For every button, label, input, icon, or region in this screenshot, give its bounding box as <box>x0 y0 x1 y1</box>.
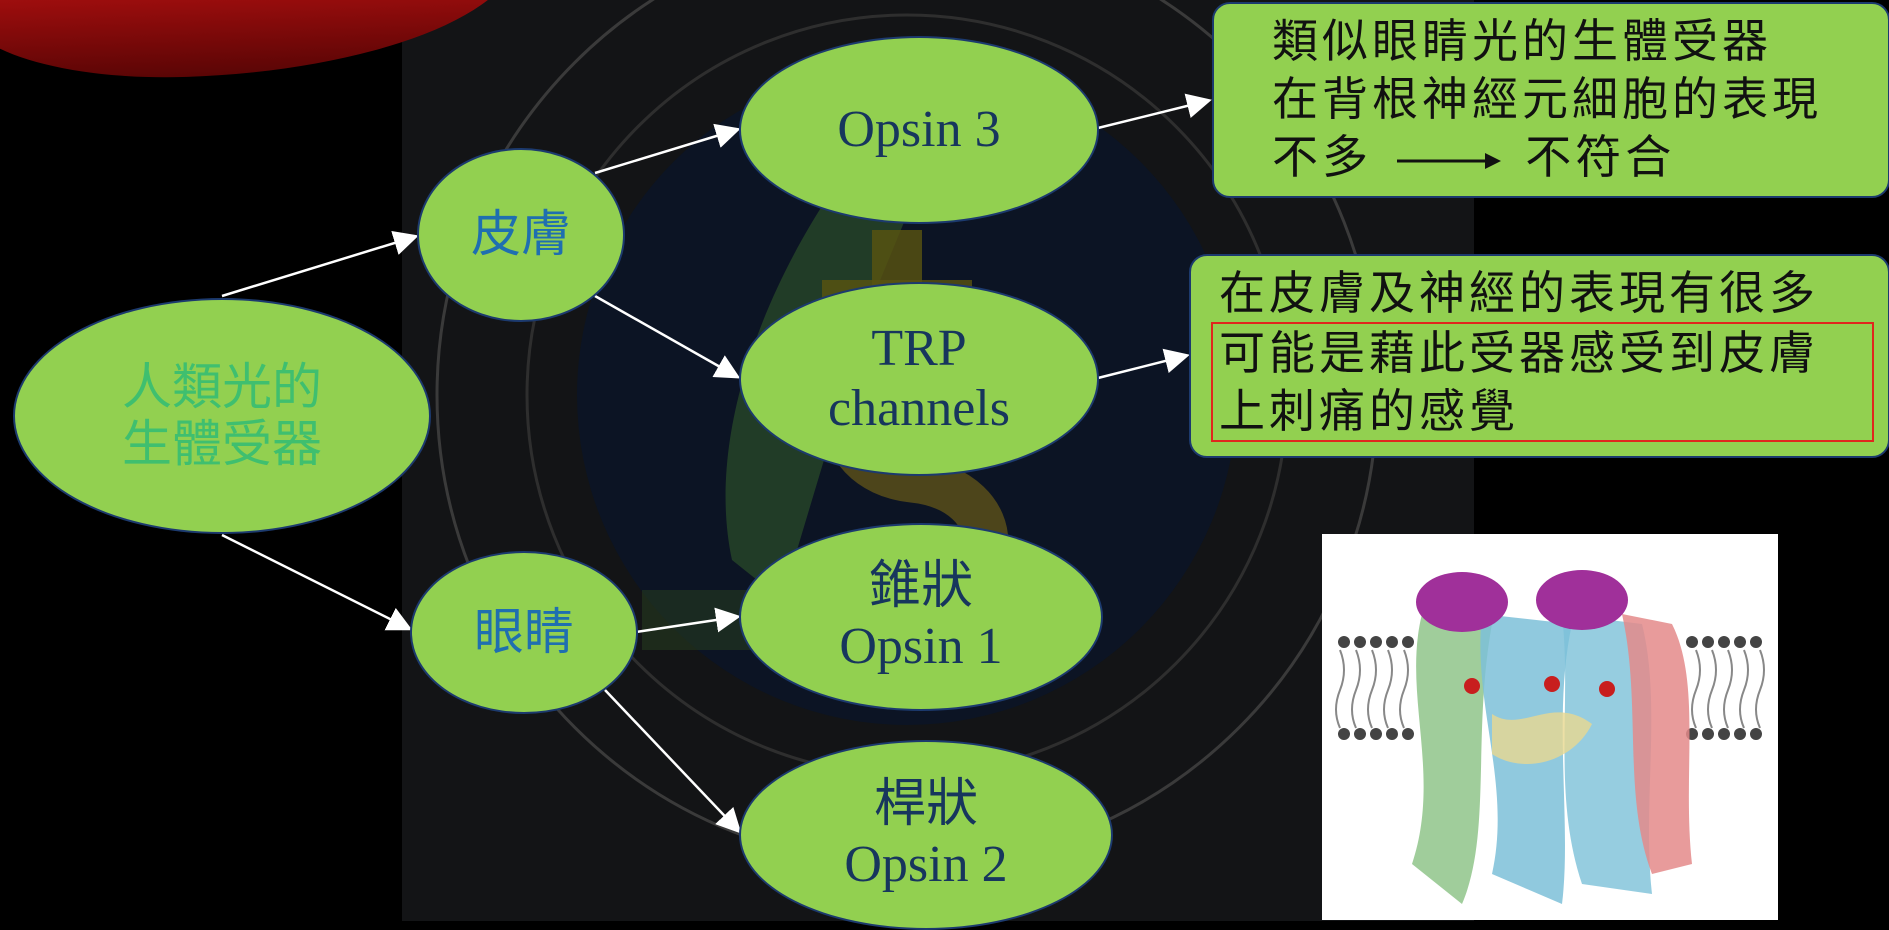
protein-illustration <box>1335 570 1765 904</box>
node-human-light-receptor: 人類光的 生體受器 <box>13 298 431 534</box>
arrow-root-to-skin <box>221 230 419 298</box>
note-line: 上刺痛的感覺 <box>1219 384 1519 438</box>
note-text: 不多 <box>1272 130 1372 184</box>
note-line-with-arrow: 不多 不符合 <box>1272 128 1874 186</box>
note-line: 可能是藉此受器感受到皮膚 <box>1219 326 1819 380</box>
node-label: 眼睛 <box>474 602 574 661</box>
trp-channel-structure-image <box>1322 534 1778 920</box>
node-label-line2: channels <box>828 380 1010 437</box>
note-line: 在背根神經元細胞的表現 <box>1272 72 1822 126</box>
node-label-line1: 桿狀 <box>873 776 978 834</box>
node-label-line1: TRP <box>871 320 967 378</box>
highlighted-note: 可能是藉此受器感受到皮膚 上刺痛的感覺 <box>1211 322 1874 442</box>
node-label-line1: 人類光的 <box>122 357 322 416</box>
node-label-line2: 生體受器 <box>122 415 322 473</box>
note-opsin3: 類似眼睛光的生體受器 在背根神經元細胞的表現 不多 不符合 <box>1212 2 1889 198</box>
note-trp: 在皮膚及神經的表現有很多 可能是藉此受器感受到皮膚 上刺痛的感覺 <box>1189 254 1889 458</box>
node-label-line2: Opsin 2 <box>844 836 1008 893</box>
node-rod-opsin2: 桿狀 Opsin 2 <box>739 740 1113 930</box>
node-label-line2: Opsin 1 <box>839 618 1003 675</box>
node-label: 皮膚 <box>471 205 571 264</box>
note-text: 不符合 <box>1525 130 1676 184</box>
node-trp-channels: TRP channels <box>739 282 1099 476</box>
arrow-root-to-eye <box>221 533 413 631</box>
node-label-line1: 錐狀 <box>868 558 973 616</box>
node-skin: 皮膚 <box>417 148 625 322</box>
right-arrow-icon <box>1396 153 1501 169</box>
note-line: 類似眼睛光的生體受器 <box>1272 14 1772 68</box>
node-cone-opsin1: 錐狀 Opsin 1 <box>739 523 1103 711</box>
note-line: 在皮膚及神經的表現有很多 <box>1219 266 1819 320</box>
node-label: Opsin 3 <box>837 101 1001 159</box>
node-eye: 眼睛 <box>410 551 638 714</box>
node-opsin3: Opsin 3 <box>739 36 1099 224</box>
